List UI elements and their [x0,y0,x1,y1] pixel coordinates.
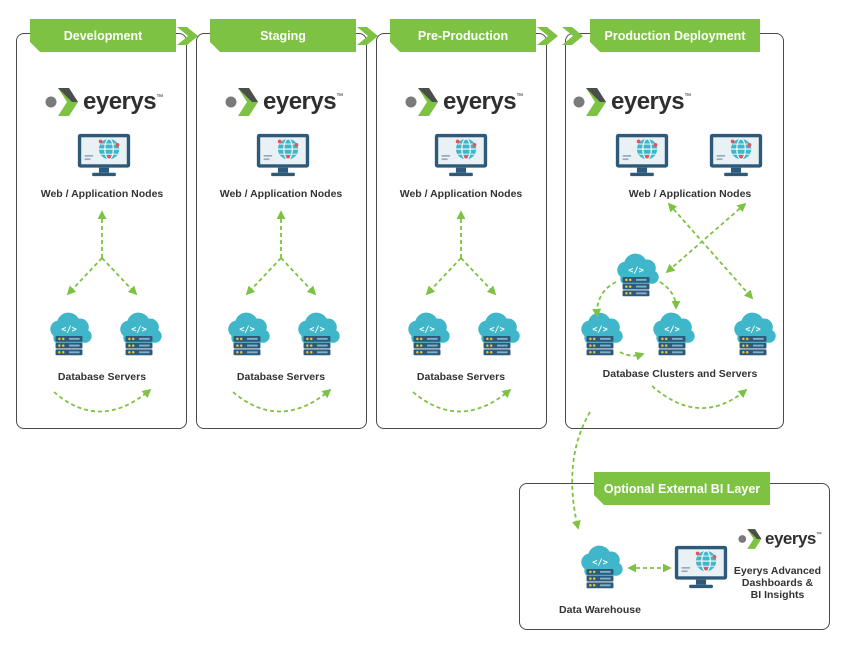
data-warehouse-label: Data Warehouse [559,604,641,616]
app-nodes-label: Web / Application Nodes [399,188,523,200]
chevron-right-icon [537,27,558,45]
chevron-right-icon [177,27,198,45]
stage-tab-preproduction: Pre-Production [390,19,536,52]
chevron-right-icon [562,27,583,45]
db-servers-label: Database Servers [416,371,506,383]
bi-layer-tab: Optional External BI Layer [594,472,770,505]
stage-tab-staging: Staging [210,19,356,52]
eyerys-logo-mark [405,88,438,116]
app-nodes-label: Web / Application Nodes [40,188,164,200]
app-nodes-label: Web / Application Nodes [219,188,343,200]
eyerys-logo-mark [738,529,762,549]
eyerys-logo-mark [225,88,258,116]
stage-panel-preproduction [376,33,547,429]
bi-insights-label: Eyerys Advanced Dashboards & BI Insights [733,565,822,601]
eyerys-logo-mark [45,88,78,116]
stage-tab-development: Development [30,19,176,52]
bi-layer-panel [519,483,830,630]
chevron-right-icon [357,27,378,45]
stage-panel-staging [196,33,367,429]
app-nodes-label: Web / Application Nodes [628,188,752,200]
stage-tab-production: Production Deployment [590,19,760,52]
db-servers-label: Database Servers [57,371,147,383]
db-clusters-label: Database Clusters and Servers [602,368,758,380]
eyerys-logo-mark [573,88,606,116]
stage-panel-development [16,33,187,429]
db-servers-label: Database Servers [236,371,326,383]
